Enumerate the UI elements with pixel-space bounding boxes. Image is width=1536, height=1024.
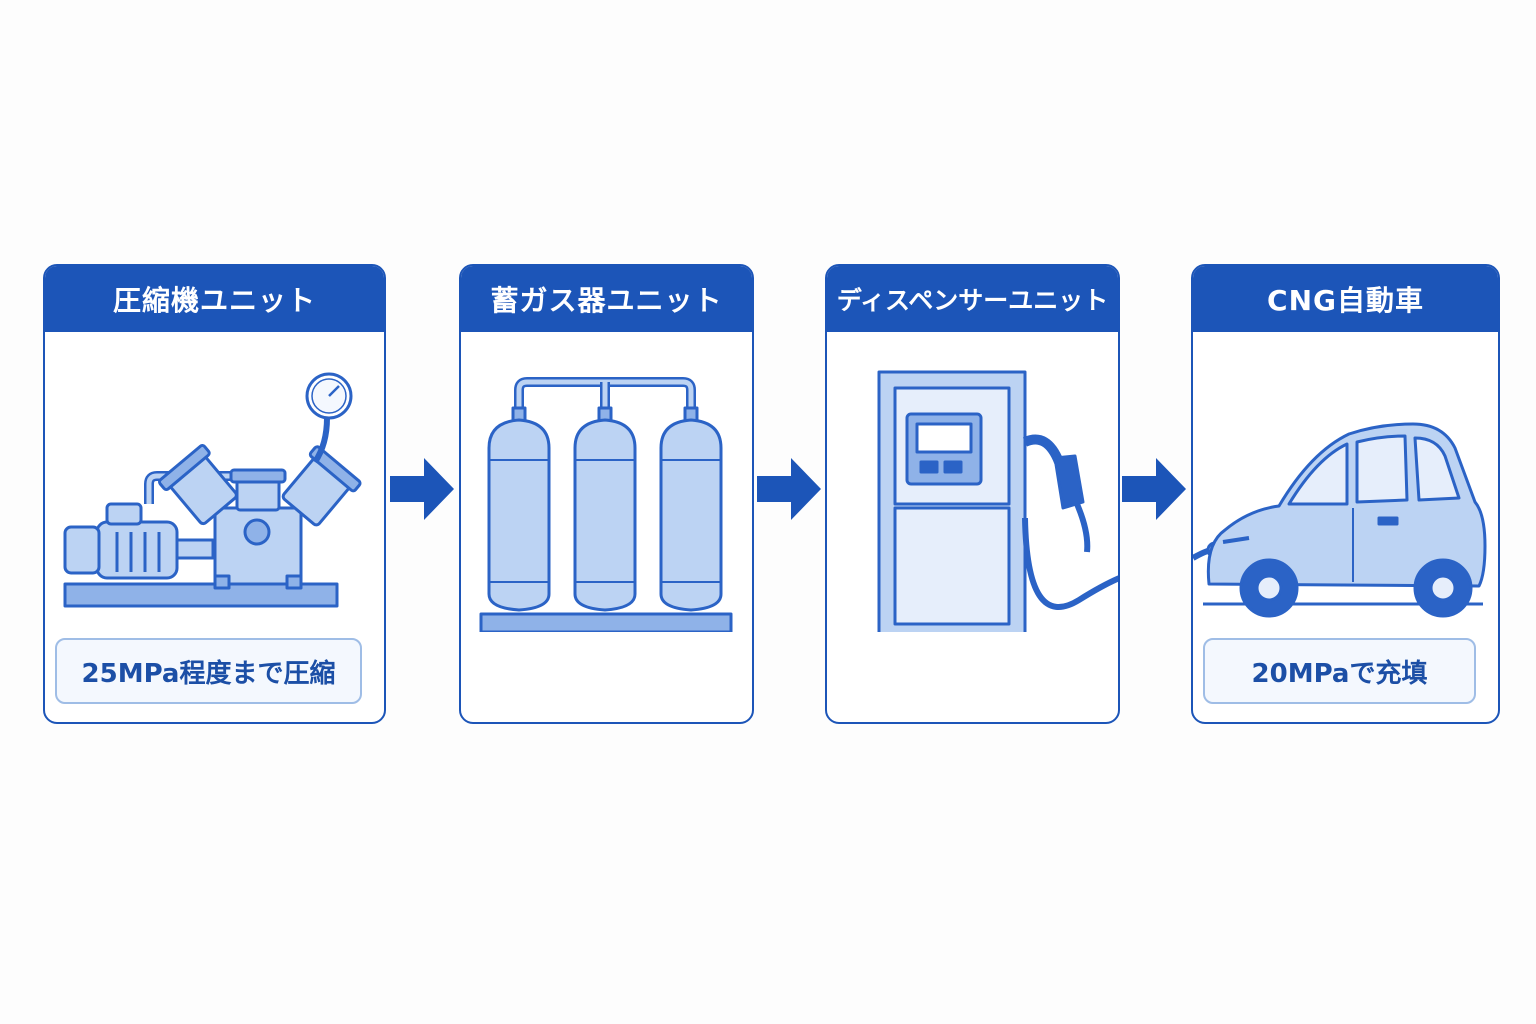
gas-storage-unit-title: 蓄ガス器ユニット: [461, 266, 752, 332]
cng-vehicle-caption: 20MPaで充填: [1203, 638, 1476, 704]
compressor-unit-panel: 圧縮機ユニット: [43, 264, 386, 724]
dispenser-unit-panel: ディスペンサーユニット: [825, 264, 1120, 724]
arrow-right-icon: [390, 458, 454, 520]
arrow-right-icon: [757, 458, 821, 520]
arrow-right-icon: [1122, 458, 1186, 520]
gas-storage-tanks-icon: [479, 377, 733, 632]
cng-vehicle-title: CNG自動車: [1193, 266, 1498, 332]
car-icon: [1193, 422, 1487, 618]
compressor-caption: 25MPa程度まで圧縮: [55, 638, 362, 704]
cng-vehicle-panel: CNG自動車 20MPaで充填: [1191, 264, 1500, 724]
gas-storage-unit-panel: 蓄ガス器ユニット: [459, 264, 754, 724]
dispenser-unit-title: ディスペンサーユニット: [827, 266, 1118, 332]
compressor-unit-title: 圧縮機ユニット: [45, 266, 384, 332]
compressor-icon: [63, 372, 362, 608]
dispenser-icon: [877, 370, 1118, 632]
